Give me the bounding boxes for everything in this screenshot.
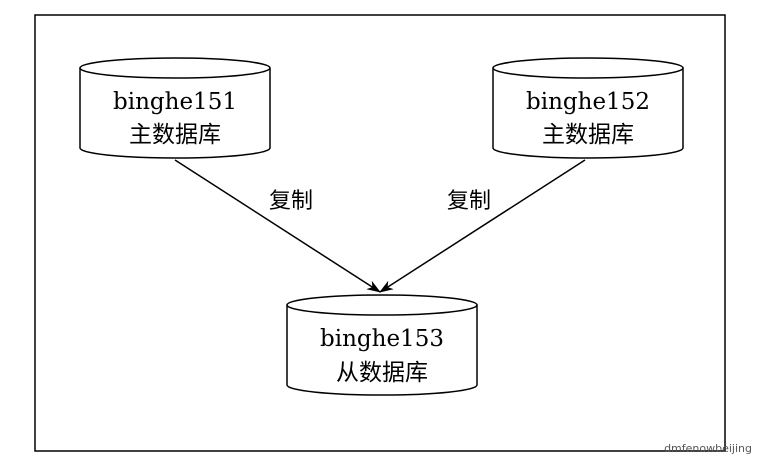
database-node-binghe153: binghe153 从数据库 [286, 294, 478, 396]
database-cylinder-body [286, 305, 478, 396]
node-name: binghe151 [113, 89, 237, 115]
database-cylinder-top [492, 57, 684, 79]
edge-binghe152-to-binghe153 [379, 159, 586, 293]
diagram-frame [34, 14, 726, 452]
database-node-binghe151: binghe151 主数据库 [79, 57, 271, 159]
edge-binghe151-to-binghe153 [174, 159, 381, 293]
watermark-text: dmfenowbeijing [664, 442, 752, 455]
node-name: binghe153 [320, 326, 444, 352]
node-role: 主数据库 [542, 122, 634, 148]
database-cylinder-top [79, 57, 271, 79]
database-cylinder-body [492, 68, 684, 159]
node-role: 主数据库 [129, 122, 221, 148]
edge-label-left: 复制 [269, 189, 313, 214]
edge-label-right: 复制 [447, 189, 491, 214]
database-node-binghe152: binghe152 主数据库 [492, 57, 684, 159]
node-role: 从数据库 [336, 360, 428, 386]
database-cylinder-top [286, 294, 478, 316]
database-cylinder-body [79, 68, 271, 159]
node-name: binghe152 [526, 89, 650, 115]
